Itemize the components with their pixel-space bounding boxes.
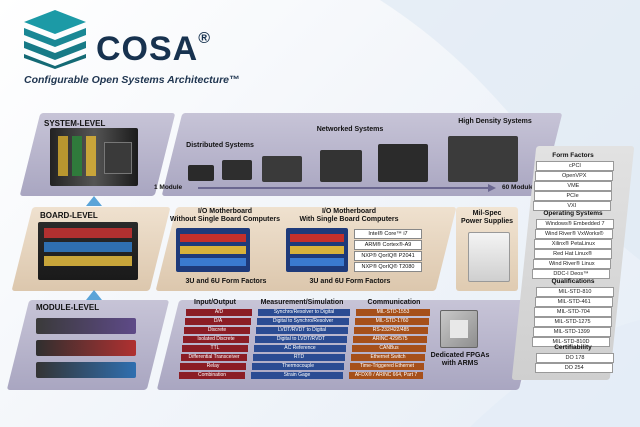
comm-title: Communication xyxy=(367,299,421,306)
io-board-no-sbc-image xyxy=(176,228,250,272)
fpga-chip-image xyxy=(440,310,478,348)
module-scale-arrow xyxy=(198,184,496,192)
io-item: D/A xyxy=(185,318,251,325)
meas-item: Thermocouple xyxy=(252,363,344,370)
processor-4: NXP® QorIQ® T2080 xyxy=(354,262,422,272)
io-no-sbc-label: I/O Motherboard Without Single Board Com… xyxy=(170,208,280,223)
comm-item: ARINC 429/575 xyxy=(353,336,427,343)
module-level-label: MODULE-LEVEL xyxy=(36,303,100,312)
comm-item: RS-232/422/485 xyxy=(354,327,428,334)
os-title: Operating Systems xyxy=(543,210,603,217)
qual-item: MIL-STD-704 xyxy=(534,307,613,317)
meas-item: Strain Gage xyxy=(251,372,343,379)
io-item: Combination xyxy=(179,372,245,379)
meas-title: Measurement/Simulation xyxy=(260,299,344,306)
distributed-systems-label: Distributed Systems xyxy=(186,142,254,149)
comm-item: AFDX® / ARINC 664, Part 7 xyxy=(349,372,423,379)
os-item: Wind River® Linux xyxy=(532,259,611,269)
system-box-1 xyxy=(188,165,214,181)
form-factor-item: PCIe xyxy=(533,191,612,201)
cert-item: DO 254 xyxy=(535,363,614,373)
processor-1: Intel® Core™ i7 xyxy=(354,229,422,239)
scale-start-label: 1 Module xyxy=(154,184,183,191)
form-factor-item: VXI xyxy=(532,201,611,211)
brand-name-text: COSA xyxy=(96,30,199,68)
form-factor-item: cPCI xyxy=(536,161,614,171)
system-box-4 xyxy=(320,150,362,182)
comm-item: MIL-STD-1553 xyxy=(356,309,430,316)
io-sbc-label: I/O Motherboard With Single Board Comput… xyxy=(299,208,399,223)
qual-item: MIL-STD-810 xyxy=(536,287,614,297)
brand-name: COSA® xyxy=(96,30,211,69)
system-box-3 xyxy=(262,156,302,182)
form-factor-item: VME xyxy=(534,181,613,191)
comm-item: MIL-STD-1760 xyxy=(355,318,429,325)
os-item: Wind River® VxWorks® xyxy=(535,229,614,239)
quals-title: Qualifications xyxy=(551,278,595,285)
system-box-6 xyxy=(448,136,518,182)
os-item: Xilinx® PetaLinux xyxy=(534,239,613,249)
system-chassis-image xyxy=(50,128,138,186)
system-level-label: SYSTEM-LEVEL xyxy=(44,119,106,128)
io-item: Isolated Discrete xyxy=(183,336,249,343)
meas-item: RTD xyxy=(253,354,345,361)
high-density-systems-label: High Density Systems xyxy=(458,118,532,125)
qual-item: MIL-STD-1275 xyxy=(533,317,612,327)
os-item: Red Hat Linux® xyxy=(533,249,612,259)
form-factors-title: Form Factors xyxy=(552,152,594,159)
module-to-board-arrow xyxy=(86,290,102,300)
brand-reg: ® xyxy=(198,30,212,47)
io-item: TTL xyxy=(182,345,248,352)
os-item: DDC-I Deos™ xyxy=(532,269,610,279)
form-factor-item: OpenVPX xyxy=(535,171,614,181)
power-supply-image xyxy=(468,232,510,282)
comm-item: Time-Triggered Ethernet xyxy=(350,363,424,370)
comm-item: Ethernet Switch xyxy=(351,354,425,361)
comm-item: CANBus xyxy=(352,345,426,352)
meas-item: Digital to LVDT/RVDT xyxy=(255,336,347,343)
io-item: Relay xyxy=(180,363,246,370)
meas-item: LVDT/RVDT to Digital xyxy=(256,327,348,334)
io-item: A/D xyxy=(186,309,252,316)
module-image-1 xyxy=(36,318,136,334)
scale-end-label: 60 Modules xyxy=(502,184,538,191)
mil-spec-label: Mil-Spec Power Supplies xyxy=(460,210,514,225)
cosa-logo-icon xyxy=(24,10,86,69)
module-image-2 xyxy=(36,340,136,356)
io-board-sbc-image xyxy=(286,228,348,272)
system-box-2 xyxy=(222,160,252,180)
meas-item: Digital to Synchro/Resolver xyxy=(257,318,349,325)
meas-item: Synchro/Resolver to Digital xyxy=(258,309,350,316)
qual-item: MIL-STD-461 xyxy=(535,297,614,307)
io-title: Input/Output xyxy=(194,299,236,306)
cert-title: Certifiability xyxy=(554,344,592,351)
system-box-5 xyxy=(378,144,428,182)
board-to-system-arrow xyxy=(86,196,102,206)
module-image-3 xyxy=(36,362,136,378)
board-image xyxy=(38,222,138,280)
meas-item: AC Reference xyxy=(254,345,346,352)
form-factors-note: 3U and 6U Form Factors xyxy=(185,278,267,285)
board-level-label: BOARD-LEVEL xyxy=(40,211,98,220)
brand-tagline: Configurable Open Systems Architecture™ xyxy=(24,74,240,86)
processor-3: NXP® QorIQ® P2041 xyxy=(354,251,422,261)
io-item: Differential Transceiver xyxy=(181,354,247,361)
os-item: Windows® Embedded 7 xyxy=(536,219,614,229)
networked-systems-label: Networked Systems xyxy=(316,126,384,133)
fpga-label: Dedicated FPGAs with ARMS xyxy=(430,352,490,367)
cert-item: DO 178 xyxy=(536,353,614,363)
form-factors-note-2: 3U and 6U Form Factors xyxy=(309,278,391,285)
io-item: Discrete xyxy=(184,327,250,334)
qual-item: MIL-STD-810D xyxy=(532,337,610,347)
qual-item: MIL-STD-1399 xyxy=(532,327,611,337)
processor-2: ARM® Cortex®-A9 xyxy=(354,240,422,250)
